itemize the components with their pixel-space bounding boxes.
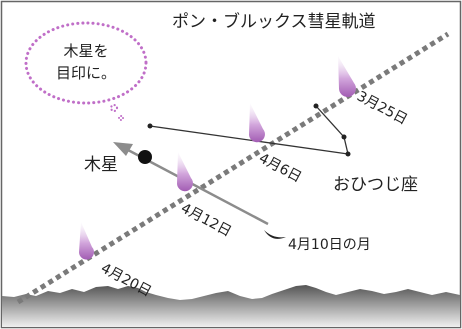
comet-icon-apr6: [249, 103, 265, 143]
diagram-title: ポン・ブルックス彗星軌道: [172, 11, 376, 32]
jupiter-motion-line: [127, 148, 269, 226]
jupiter-dot: [138, 150, 152, 164]
moon-label: 4月10日の月: [288, 237, 371, 253]
constellation-star: [341, 134, 347, 140]
constellation-lines: [149, 105, 349, 155]
callout-line-2: 目印に。: [56, 64, 116, 82]
callout-bubble: [24, 21, 148, 105]
comet-icon-apr20: [78, 222, 94, 260]
callout-dot: [118, 115, 124, 121]
constellation-star: [345, 151, 351, 157]
callout-dot: [109, 103, 119, 113]
constellation-star: [313, 103, 319, 109]
comet-date-label: 3月25日: [354, 88, 410, 128]
comet-icon-apr12: [177, 152, 193, 192]
jupiter-motion-arrowhead: [113, 142, 133, 156]
constellation-label: おひつじ座: [333, 175, 418, 195]
jupiter-label: 木星: [84, 155, 118, 175]
callout-line-1: 木星を: [63, 42, 108, 60]
mountain-silhouette: [2, 285, 460, 327]
moon-crescent-icon: [264, 230, 286, 239]
constellation-star: [147, 123, 153, 129]
comet-icon-mar25: [338, 56, 356, 97]
comet-date-label: 4月6日: [256, 150, 304, 186]
comet-date-label: 4月12日: [178, 200, 234, 240]
